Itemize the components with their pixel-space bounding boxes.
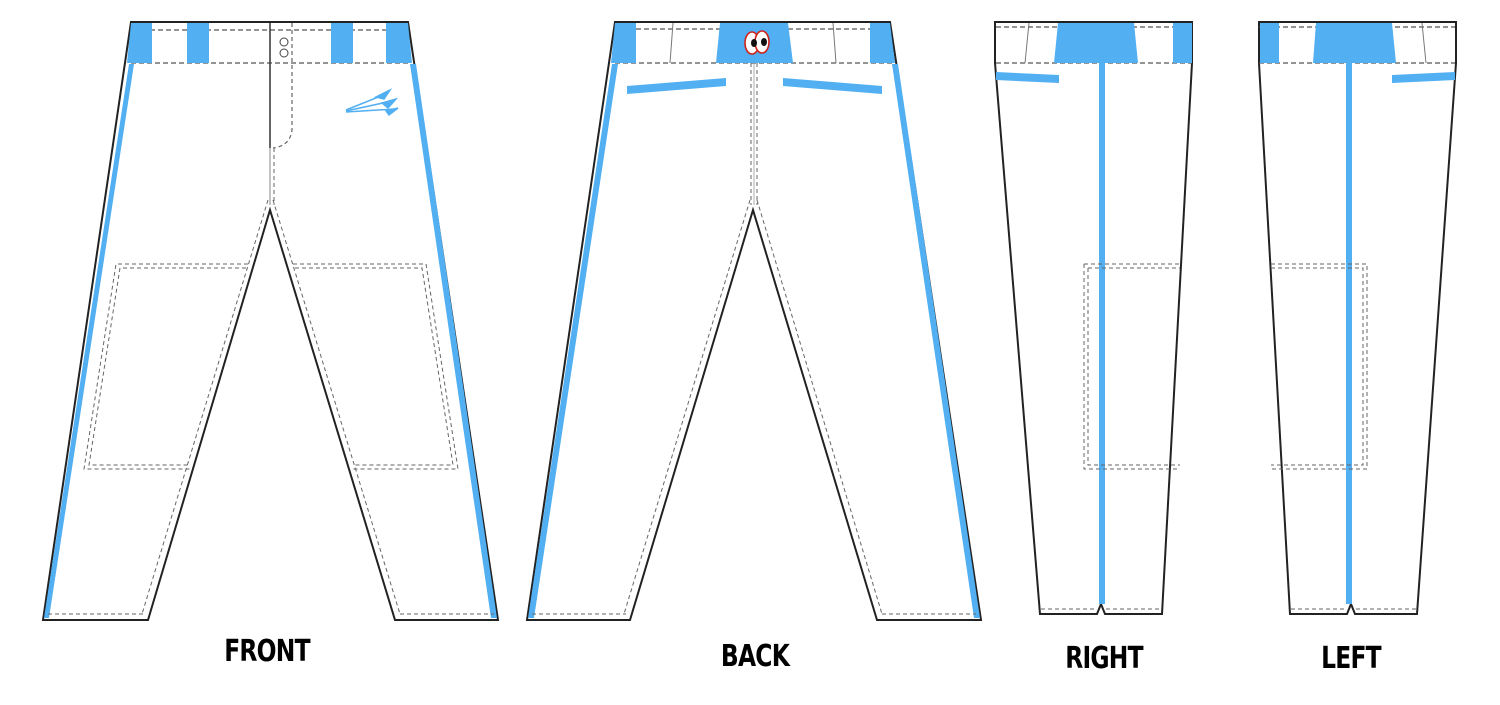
back-view [525,21,983,621]
front-waist-block-4 [386,23,412,63]
right-pants-body [994,21,1193,615]
left-pocket-welt [1392,72,1455,83]
left-view [1258,21,1457,615]
front-waist-block-3 [331,23,353,63]
left-side-stripe [1346,63,1352,604]
label-back: BACK [720,639,790,674]
left-knee-panel [1271,263,1368,470]
right-pocket-welt [996,72,1059,83]
front-right-knee-panel [293,263,459,470]
label-right: RIGHT [1065,641,1143,676]
front-button-icon [279,48,289,58]
left-waist-block-center [1313,23,1396,63]
front-left-knee-panel [83,263,248,470]
back-right-side-stripe [892,64,980,618]
right-waist-block-center [1054,23,1138,63]
left-waist-block-edge [1260,23,1279,63]
front-waist-block-1 [127,23,152,63]
back-right-pocket-welt [783,78,882,94]
back-waist-block-left [611,23,636,63]
front-button-icon [279,37,289,47]
cartoon-eyes-logo-icon [744,30,770,55]
back-left-side-stripe [528,64,618,618]
front-view [41,21,500,621]
left-pants-body [1258,21,1457,615]
front-waist-block-2 [187,23,209,63]
front-left-side-stripe [44,64,134,618]
front-right-side-stripe [410,64,497,618]
back-waist-block-right [870,23,895,63]
right-knee-panel [1083,263,1180,470]
label-front: FRONT [224,634,310,669]
back-left-pocket-welt [627,78,726,94]
right-side-stripe [1099,63,1105,604]
right-view [994,21,1193,615]
triple-arrow-logo-icon [345,88,399,117]
label-left: LEFT [1321,641,1382,676]
right-waist-block-edge [1173,23,1192,63]
